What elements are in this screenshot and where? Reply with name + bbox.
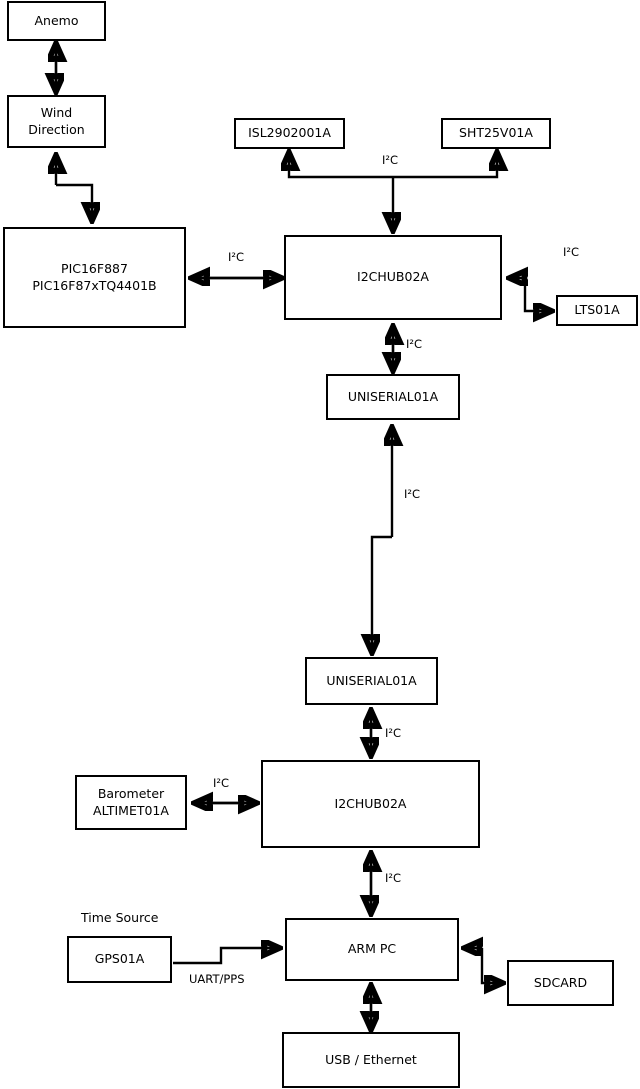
label-i2c-long-link: I²C [404, 487, 421, 501]
label-i2c-barometer: I²C [213, 776, 230, 790]
node-i2chub02a-top[interactable]: I2CHUB02A [284, 235, 502, 320]
label-i2c-lts: I²C [563, 245, 580, 259]
wire-hub-to-lts [523, 278, 551, 311]
node-lts01a[interactable]: LTS01A [556, 295, 638, 326]
label-i2c-top-branch: I²C [382, 153, 399, 167]
node-sdcard[interactable]: SDCARD [507, 960, 614, 1006]
wire-wind-to-pic-down [56, 183, 92, 220]
node-wind-direction[interactable]: Wind Direction [7, 95, 106, 148]
node-gps01a[interactable]: GPS01A [67, 936, 172, 983]
node-sht25v01a[interactable]: SHT25V01A [441, 118, 551, 149]
node-i2chub02a-bottom[interactable]: I2CHUB02A [261, 760, 480, 848]
node-arm-pc[interactable]: ARM PC [285, 918, 459, 981]
node-isl2902001a[interactable]: ISL2902001A [234, 118, 345, 149]
node-pic-microcontroller[interactable]: PIC16F887 PIC16F87xTQ4401B [3, 227, 186, 328]
node-barometer-altimet01a[interactable]: Barometer ALTIMET01A [75, 775, 187, 830]
wire-hub-isl [289, 153, 393, 179]
wire-hub-sht [393, 153, 497, 179]
node-anemo[interactable]: Anemo [7, 1, 106, 41]
label-uart-pps: UART/PPS [189, 972, 245, 986]
label-i2c-hub-uniserial: I²C [406, 337, 423, 351]
label-i2c-hub-arm: I²C [385, 871, 402, 885]
wire-long-link-down [372, 535, 392, 652]
node-usb-ethernet[interactable]: USB / Ethernet [282, 1032, 460, 1088]
wire-arm-to-sdcard [480, 948, 502, 983]
label-time-source: Time Source [81, 910, 159, 925]
wire-gps-arm [173, 948, 279, 965]
node-uniserial01a-top[interactable]: UNISERIAL01A [326, 374, 460, 420]
node-uniserial01a-bottom[interactable]: UNISERIAL01A [305, 657, 438, 705]
label-i2c-uniserial-hub-bottom: I²C [385, 726, 402, 740]
label-i2c-pic-hub: I²C [228, 250, 245, 264]
